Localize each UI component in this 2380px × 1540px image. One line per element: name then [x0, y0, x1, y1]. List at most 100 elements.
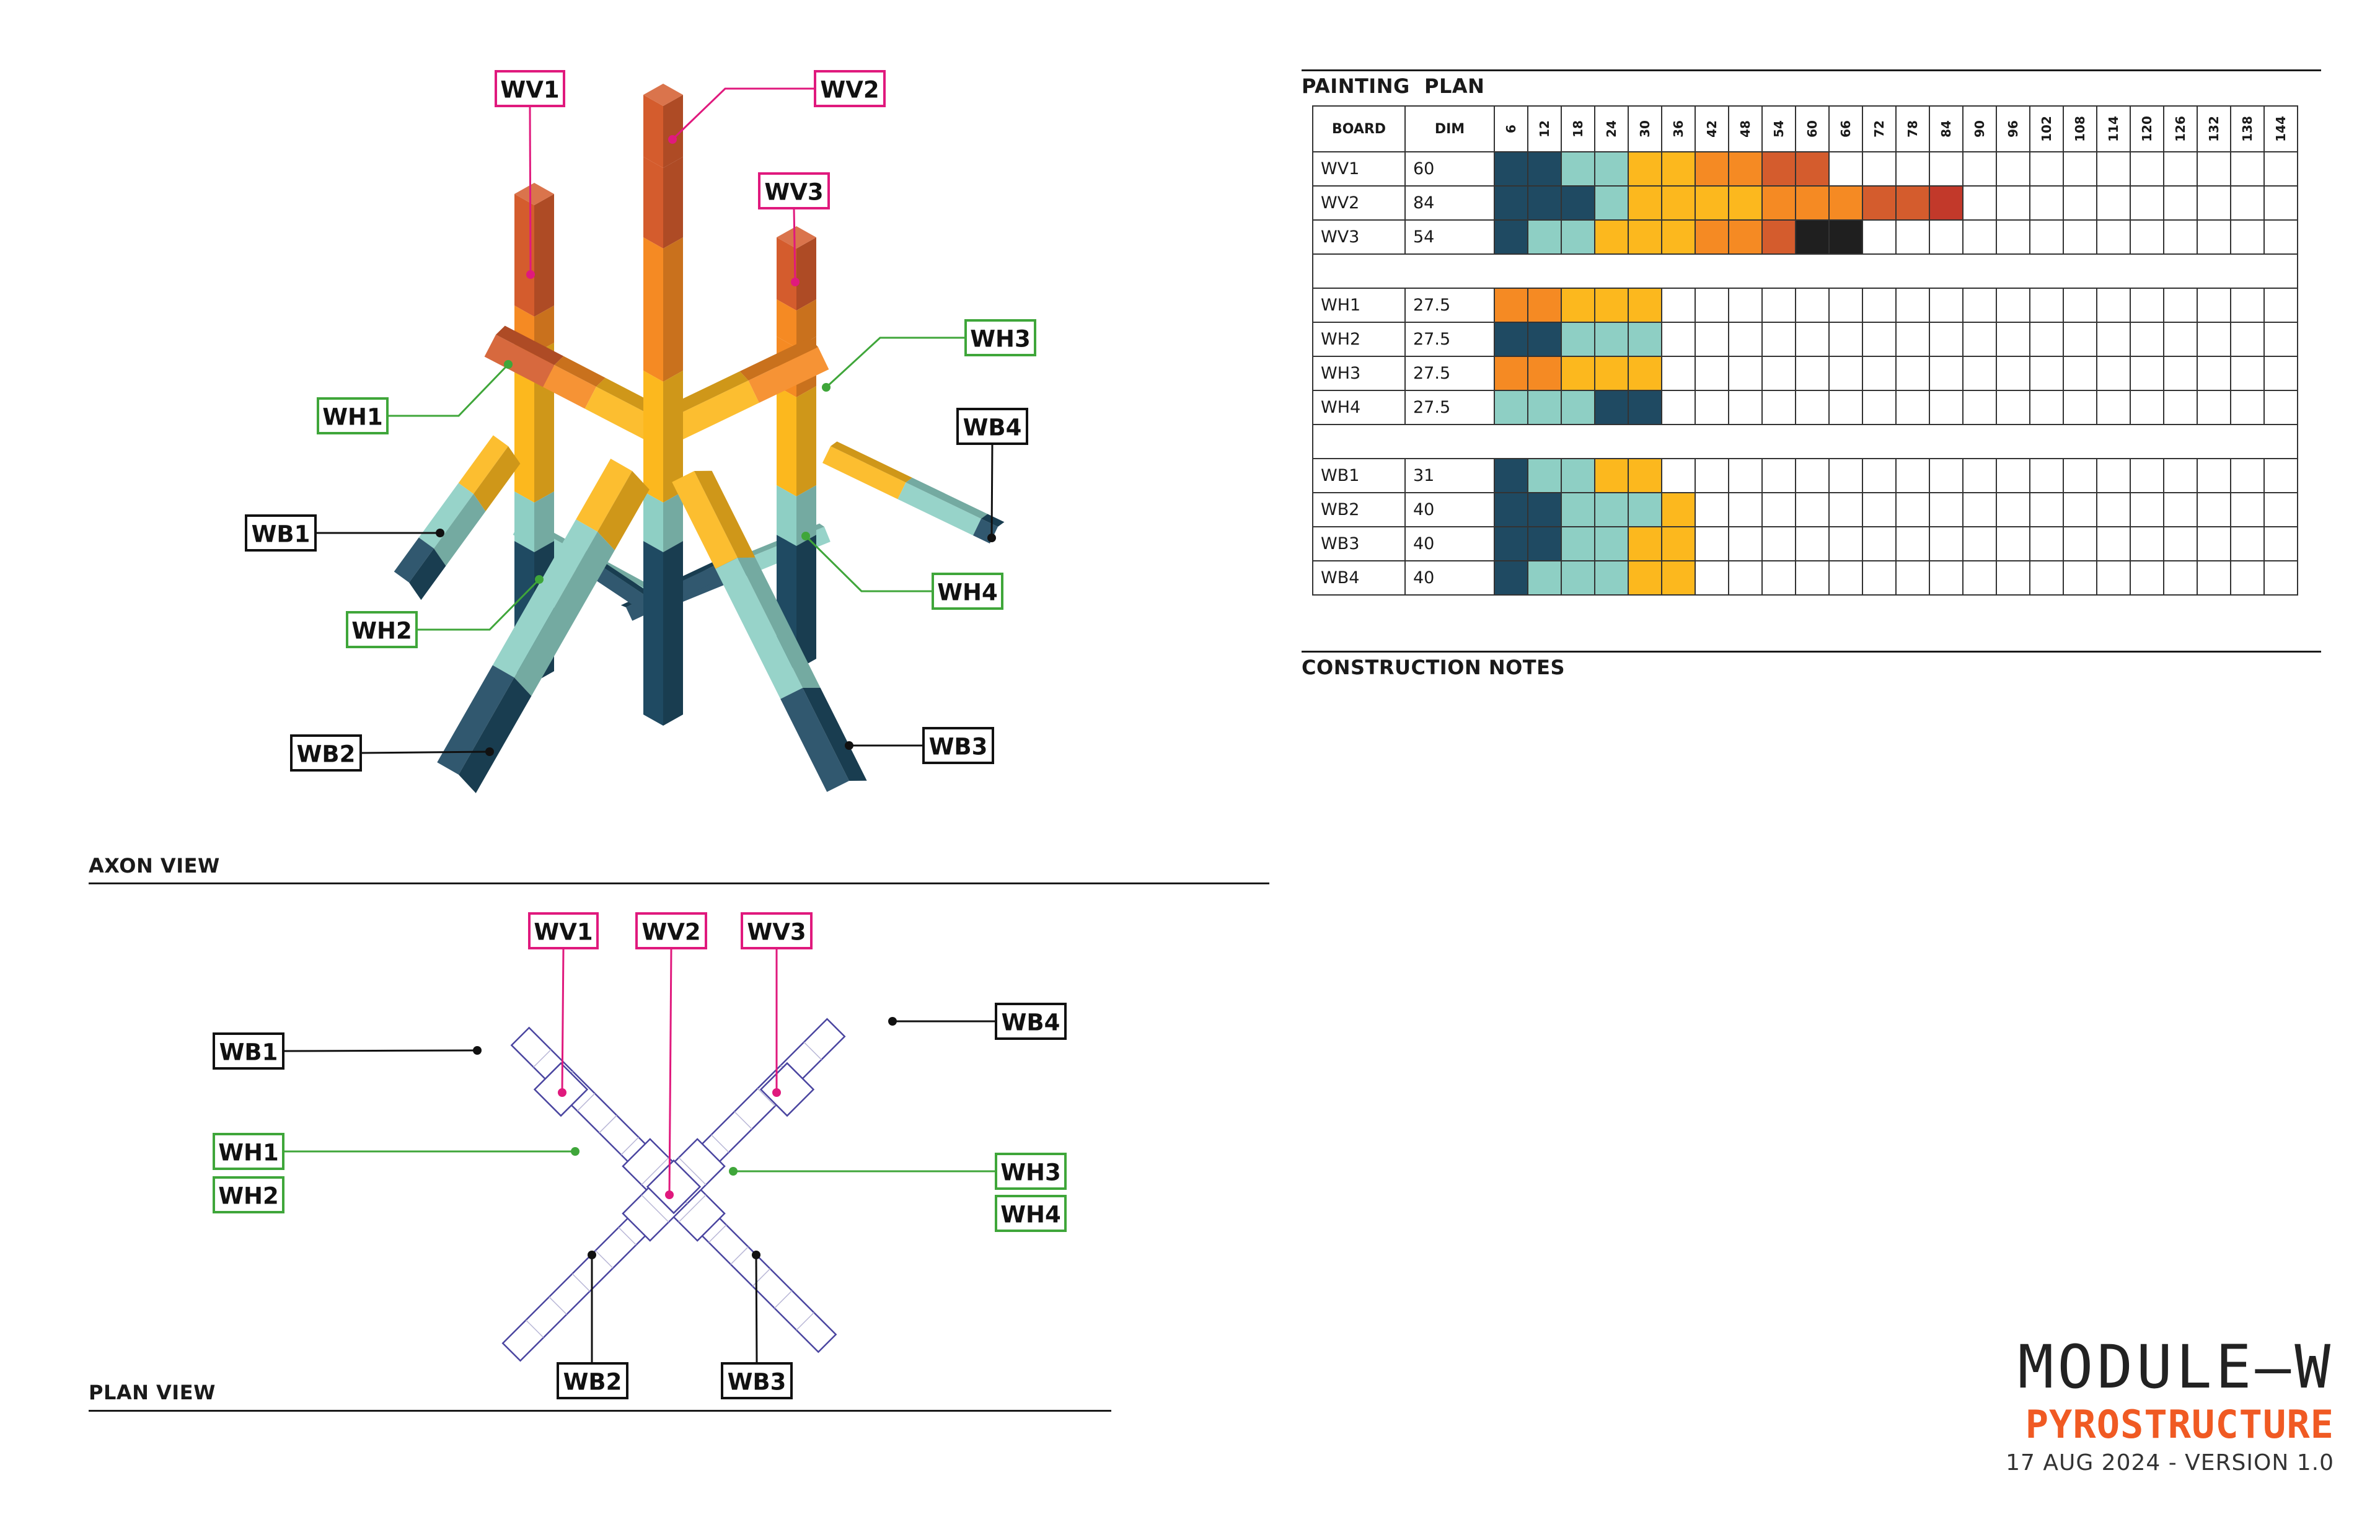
- paint-cell: [1661, 560, 1696, 596]
- plan-label-wb3: WB3: [721, 1251, 793, 1399]
- tick-label: 42: [1704, 120, 1719, 138]
- plan-label-wv2-dot: [665, 1190, 674, 1199]
- axon-label-wv2-dot: [668, 135, 677, 144]
- axon-wv3-post-face-left: [777, 237, 796, 310]
- axon-wv1-post-face-right: [534, 306, 554, 354]
- paint-cell: [1895, 390, 1930, 425]
- paint-cell: [2096, 356, 2131, 391]
- axon-label-wv1-dot: [526, 270, 535, 279]
- paint-cell: [1862, 288, 1897, 323]
- paint-cell: [1962, 492, 1997, 527]
- paint-cell: [1996, 288, 2030, 323]
- paint-cell: [1795, 151, 1830, 187]
- paint-cell: [2163, 492, 2198, 527]
- plan-wb4-wb2-bar-division: [711, 1134, 729, 1153]
- paint-cell: [1728, 288, 1763, 323]
- paint-cell: [1828, 322, 1863, 357]
- paint-cell: [1929, 185, 1963, 221]
- paint-cell: [1695, 322, 1729, 357]
- paint-cell: [1628, 219, 1662, 255]
- paint-cell: [1594, 322, 1629, 357]
- plan-label-wb2-text: WB2: [563, 1369, 622, 1396]
- paint-cell: [2029, 390, 2064, 425]
- axon-wv1-post-face-right: [534, 491, 554, 552]
- paint-cell: [1728, 560, 1763, 596]
- paint-cell: [1561, 390, 1595, 425]
- axon-wv1-post-face-left: [514, 491, 534, 552]
- paint-cell: [1929, 322, 1963, 357]
- header-tick: 36: [1661, 105, 1696, 152]
- paint-cell: [1929, 560, 1963, 596]
- axon-wv2-post-face-right: [663, 237, 683, 382]
- paint-cell: [2096, 526, 2131, 561]
- paint-cell: [2263, 288, 2298, 323]
- header-tick: 138: [2230, 105, 2265, 152]
- paint-cell: [1895, 560, 1930, 596]
- axon-label-wh2-leader: [416, 578, 540, 631]
- plan-label-wv2: WV2: [635, 912, 707, 1199]
- paint-cell: [1728, 390, 1763, 425]
- plan-wb4-wb2-bar-division: [595, 1250, 614, 1269]
- paint-cell: [2163, 185, 2198, 221]
- paint-cell: [2063, 526, 2097, 561]
- axon-wb3-brace: [672, 470, 867, 792]
- paint-cell: [1594, 492, 1629, 527]
- paint-cell: [1561, 151, 1595, 187]
- axon-wv2-post-face-left: [643, 541, 663, 726]
- plan-label-wh1-dot: [571, 1147, 580, 1156]
- axon-wv2-post: [643, 84, 683, 726]
- paint-cell: [2163, 151, 2198, 187]
- paint-cell: [2197, 526, 2231, 561]
- header-tick: 96: [1996, 105, 2030, 152]
- plan-wb4-wb2-bar-division: [757, 1088, 776, 1107]
- paint-cell: [1996, 185, 2030, 221]
- axon-wb4-brace-face-b: [981, 514, 1005, 527]
- paint-cell: [2197, 185, 2231, 221]
- paint-cell: [1828, 526, 1863, 561]
- axon-wv3-post-face-left: [777, 299, 796, 348]
- board-name: WV1: [1312, 151, 1406, 187]
- tick-label: 60: [1805, 120, 1820, 138]
- plan-wb1-wb3-bar-division: [796, 1312, 814, 1331]
- plan-label-wh2-box: [213, 1176, 284, 1213]
- plan-view-rule: [89, 1410, 1111, 1412]
- paint-cell: [2197, 219, 2231, 255]
- paint-cell: [1761, 322, 1796, 357]
- axon-label-wh3-text: WH3: [970, 326, 1031, 353]
- axon-label-wh3: WH3: [822, 319, 1036, 392]
- paint-cell: [1628, 458, 1662, 493]
- paint-cell: [1561, 526, 1595, 561]
- paint-cell: [1594, 560, 1629, 596]
- tick-label: 102: [2039, 116, 2054, 142]
- paint-cell: [1561, 185, 1595, 221]
- paint-cell: [1862, 185, 1897, 221]
- paint-cell: [1695, 458, 1729, 493]
- axon-label-wb3-dot: [845, 741, 853, 750]
- header-tick: 114: [2096, 105, 2131, 152]
- paint-cell: [1895, 322, 1930, 357]
- paint-cell: [2263, 390, 2298, 425]
- paint-cell: [1661, 390, 1696, 425]
- plan-label-wv1-box: [528, 912, 599, 949]
- axon-wv2-post-face-right: [663, 95, 683, 168]
- paint-cell: [1862, 322, 1897, 357]
- paint-cell: [1761, 151, 1796, 187]
- paint-cell: [1962, 458, 1997, 493]
- paint-cell: [1695, 151, 1729, 187]
- axon-wh1-beam-face-b: [496, 325, 564, 365]
- paint-cell: [2096, 288, 2131, 323]
- axon-label-wv1-box: [495, 70, 565, 107]
- header-dim: DIM: [1404, 105, 1495, 152]
- paint-cell: [1594, 526, 1629, 561]
- paint-cell: [1761, 526, 1796, 561]
- plan-label-wh3-dot: [729, 1167, 738, 1176]
- paint-cell: [1594, 151, 1629, 187]
- date-version: 17 AUG 2024 - VERSION 1.0: [2006, 1450, 2334, 1476]
- axon-wv2-post-face-left: [643, 491, 663, 552]
- paint-cell: [2029, 492, 2064, 527]
- tick-label: 108: [2073, 116, 2087, 142]
